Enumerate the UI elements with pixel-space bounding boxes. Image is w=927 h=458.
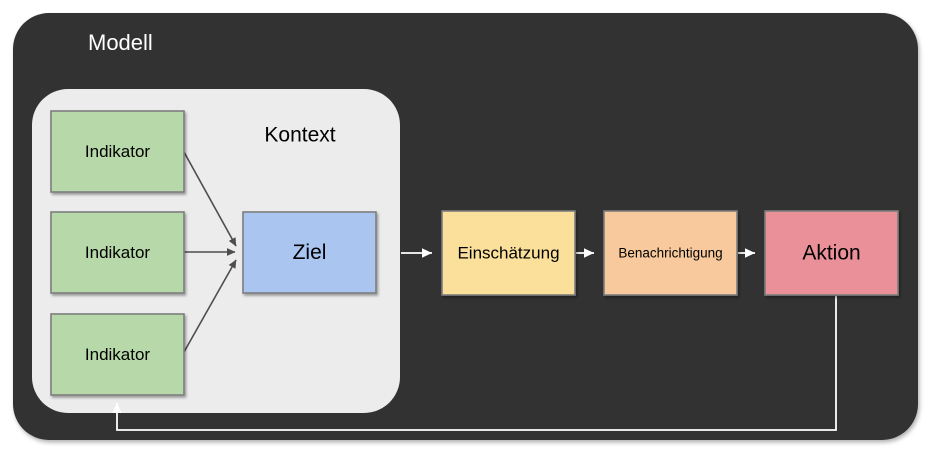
context-panel-title: Kontext <box>264 124 335 147</box>
node-ziel[interactable]: Ziel <box>242 211 377 294</box>
node-indikator-3[interactable]: Indikator <box>50 313 185 396</box>
connector-aktion-feedback-to-indikator-3 <box>112 296 837 431</box>
node-aktion[interactable]: Aktion <box>764 210 899 296</box>
connector-indikator-3-to-ziel <box>183 259 237 353</box>
node-einschaetzung[interactable]: Einschätzung <box>441 210 576 296</box>
node-indikator-1-label: Indikator <box>85 142 151 161</box>
outer-container-title: Modell <box>88 30 153 55</box>
node-ziel-label: Ziel <box>293 241 327 264</box>
node-indikator-3-label: Indikator <box>85 345 151 364</box>
node-indikator-2-label: Indikator <box>85 243 151 262</box>
node-benachrichtigung-label: Benachrichtigung <box>618 246 722 261</box>
node-indikator-1[interactable]: Indikator <box>50 110 185 193</box>
node-indikator-2[interactable]: Indikator <box>50 211 185 294</box>
node-benachrichtigung[interactable]: Benachrichtigung <box>603 210 738 296</box>
node-einschaetzung-label: Einschätzung <box>457 243 559 262</box>
connector-indikator-1-to-ziel <box>183 151 237 247</box>
node-aktion-label: Aktion <box>802 242 860 265</box>
